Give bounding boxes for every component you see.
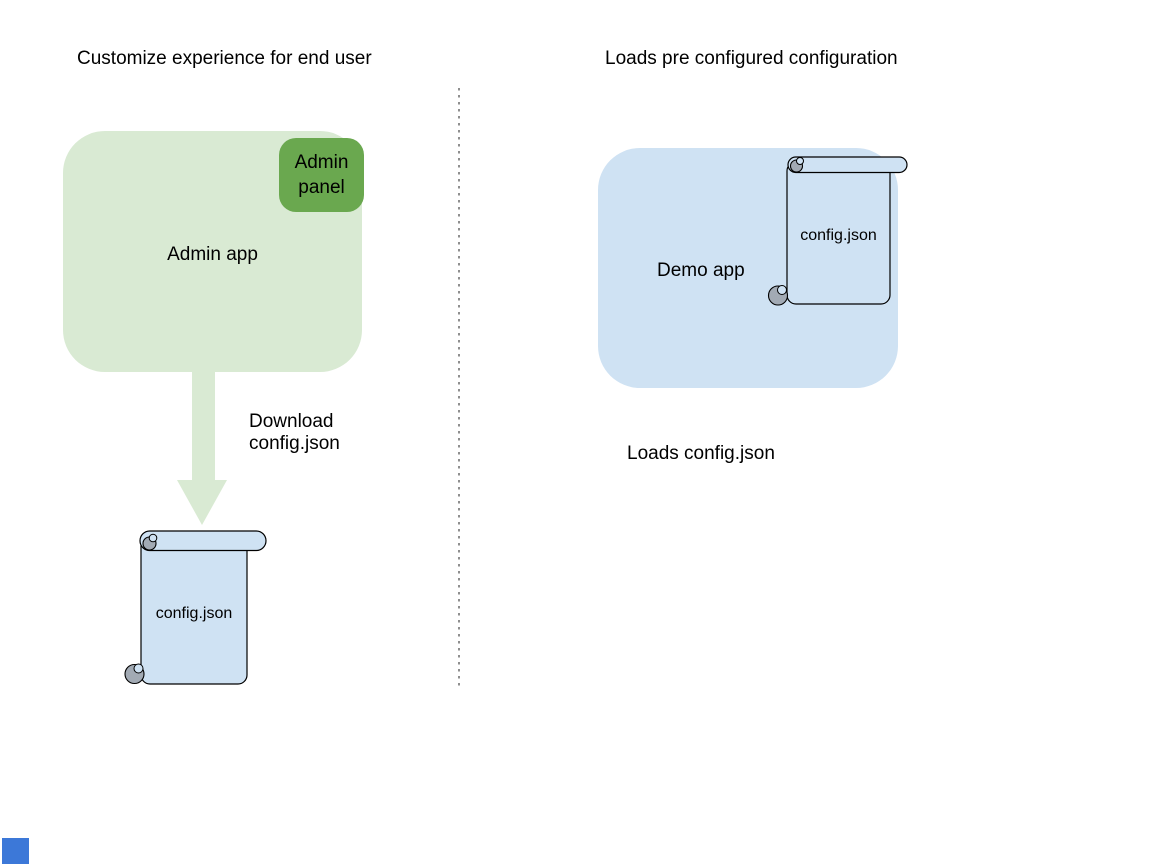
config-json-label-right: config.json [800, 227, 877, 244]
demo-app-label: Demo app [657, 260, 745, 281]
right-section-title: Loads pre configured configuration [605, 48, 898, 69]
download-arrow [177, 371, 227, 525]
download-arrow-caption: Download config.json [249, 411, 340, 454]
admin-app-label: Admin app [167, 244, 258, 265]
scroll-top-roll [787, 156, 908, 174]
config-json-label-left: config.json [155, 605, 233, 622]
admin-panel-shape [279, 138, 364, 212]
scroll-bottom-curl-notch [777, 285, 787, 295]
arrow-down-icon [177, 371, 227, 525]
loads-config-caption: Loads config.json [627, 443, 775, 464]
config-json-scroll-right [767, 156, 908, 306]
config-json-scroll-left [124, 530, 267, 685]
scroll-top-roll [139, 530, 267, 552]
canvas-corner-marker [2, 838, 29, 864]
scroll-bottom-curl-notch [133, 663, 144, 674]
admin-panel-label: Admin panel [294, 152, 349, 198]
left-section-title: Customize experience for end user [77, 48, 372, 69]
scroll-top-curl-notch [148, 533, 158, 543]
scroll-top-curl-notch [796, 157, 804, 165]
section-divider-dotted-line [458, 88, 460, 686]
